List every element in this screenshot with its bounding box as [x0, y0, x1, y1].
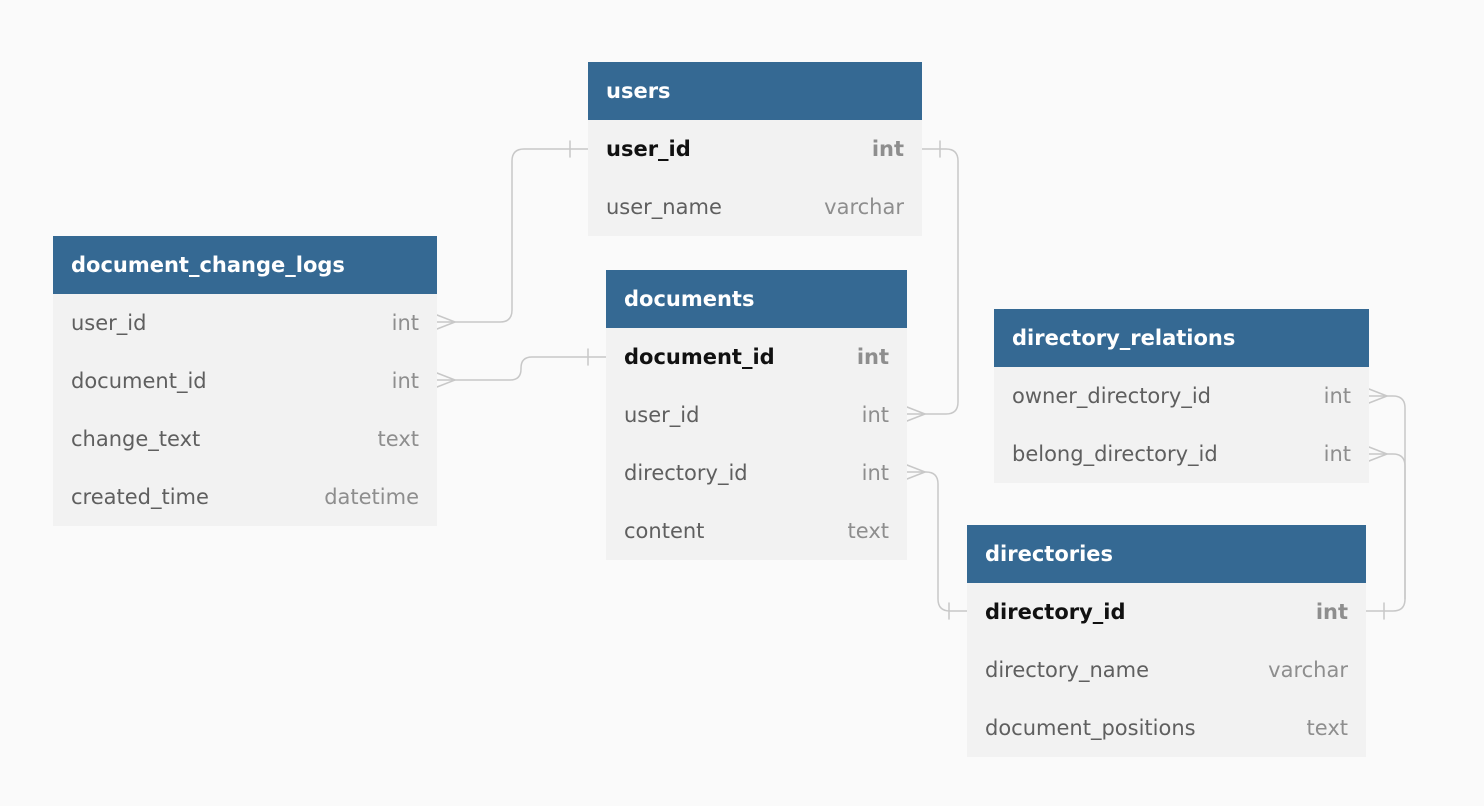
column-type: datetime: [324, 485, 419, 509]
column-name: content: [624, 519, 705, 543]
column-type: int: [1315, 600, 1348, 624]
column-row[interactable]: user_id int: [588, 120, 922, 178]
column-name: directory_id: [624, 461, 748, 485]
relation-dirrel-belong-to-directories: [1368, 446, 1406, 620]
column-name: user_id: [624, 403, 700, 427]
relation-documents-directory-to-directories: [906, 464, 968, 620]
table-header[interactable]: directories: [967, 525, 1366, 583]
column-row[interactable]: document_positions text: [967, 699, 1366, 757]
relation-dirrel-owner-to-directories: [1365, 388, 1406, 612]
table-header[interactable]: document_change_logs: [53, 236, 437, 294]
column-type: int: [861, 403, 889, 427]
column-name: document_id: [624, 345, 775, 369]
column-row[interactable]: directory_id int: [967, 583, 1366, 641]
column-row[interactable]: belong_directory_id int: [994, 425, 1369, 483]
column-row[interactable]: change_text text: [53, 410, 437, 468]
column-row[interactable]: document_id int: [53, 352, 437, 410]
column-type: int: [391, 369, 419, 393]
column-row[interactable]: document_id int: [606, 328, 907, 386]
table-directory-relations[interactable]: directory_relations owner_directory_id i…: [994, 309, 1369, 483]
column-type: varchar: [1268, 658, 1348, 682]
column-type: int: [861, 461, 889, 485]
table-directories[interactable]: directories directory_id int directory_n…: [967, 525, 1366, 757]
column-type: text: [847, 519, 889, 543]
table-header[interactable]: users: [588, 62, 922, 120]
column-name: user_id: [606, 137, 691, 161]
column-type: varchar: [824, 195, 904, 219]
column-type: int: [391, 311, 419, 335]
column-row[interactable]: user_id int: [53, 294, 437, 352]
column-type: int: [871, 137, 904, 161]
column-type: text: [377, 427, 419, 451]
column-name: document_id: [71, 369, 207, 393]
column-type: text: [1306, 716, 1348, 740]
relation-dcl-document-to-documents: [436, 348, 607, 388]
column-name: document_positions: [985, 716, 1196, 740]
table-header[interactable]: documents: [606, 270, 907, 328]
column-name: user_name: [606, 195, 722, 219]
column-name: user_id: [71, 311, 147, 335]
table-users[interactable]: users user_id int user_name varchar: [588, 62, 922, 236]
table-document-change-logs[interactable]: document_change_logs user_id int documen…: [53, 236, 437, 526]
column-type: int: [856, 345, 889, 369]
column-type: int: [1323, 384, 1351, 408]
column-type: int: [1323, 442, 1351, 466]
table-documents[interactable]: documents document_id int user_id int di…: [606, 270, 907, 560]
column-row[interactable]: user_name varchar: [588, 178, 922, 236]
column-row[interactable]: content text: [606, 502, 907, 560]
relation-dcl-user-to-users: [436, 140, 589, 330]
column-row[interactable]: user_id int: [606, 386, 907, 444]
column-name: change_text: [71, 427, 201, 451]
column-row[interactable]: directory_name varchar: [967, 641, 1366, 699]
column-name: created_time: [71, 485, 209, 509]
table-header[interactable]: directory_relations: [994, 309, 1369, 367]
column-name: directory_id: [985, 600, 1126, 624]
column-row[interactable]: owner_directory_id int: [994, 367, 1369, 425]
column-name: directory_name: [985, 658, 1150, 682]
column-name: owner_directory_id: [1012, 384, 1211, 408]
column-row[interactable]: directory_id int: [606, 444, 907, 502]
column-row[interactable]: created_time datetime: [53, 468, 437, 526]
column-name: belong_directory_id: [1012, 442, 1218, 466]
